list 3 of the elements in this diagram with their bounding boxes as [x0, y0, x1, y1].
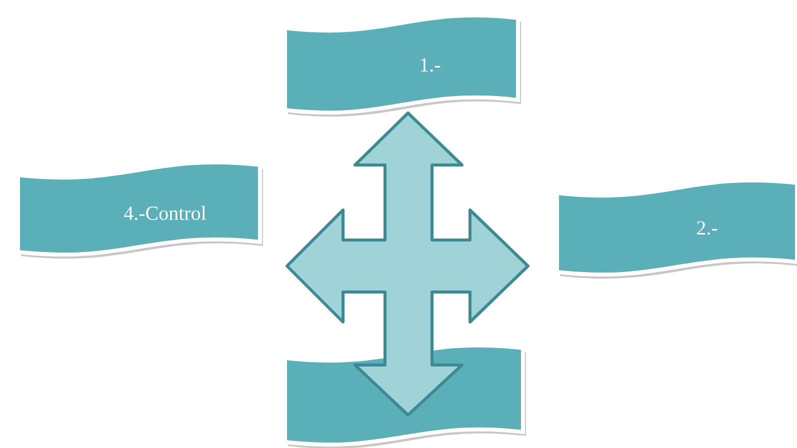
- banner: 1.-: [283, 13, 521, 117]
- banner: 2.-: [555, 178, 797, 279]
- banner: 4.-Control: [16, 160, 263, 259]
